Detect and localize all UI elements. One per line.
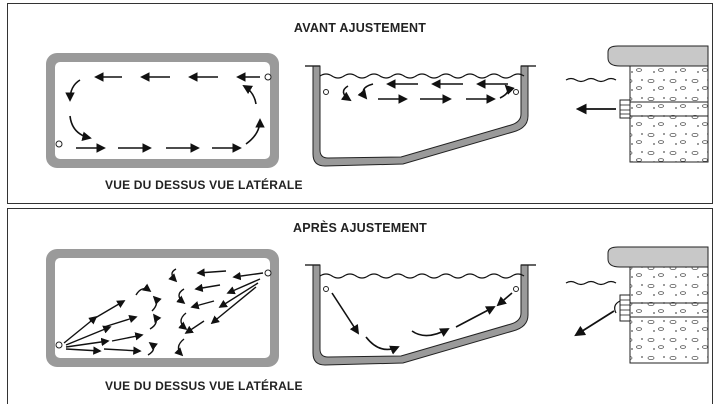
before-panel-title: AVANT AJUSTEMENT xyxy=(293,21,427,35)
after-adjustment-panel: APRÈS AJUSTEMENT VUE DU DESSUS VUE LATÉR… xyxy=(7,208,713,404)
before-panel-caption: VUE DU DESSUS VUE LATÉRALE xyxy=(105,178,303,192)
before-illustration xyxy=(46,45,709,168)
before-adjustment-panel: AVANT AJUSTEMENT VUE DU DESSUS VUE LATÉR… xyxy=(7,3,713,204)
before-water-surface xyxy=(319,73,525,79)
before-top-view-flow-arrows xyxy=(65,72,265,153)
before-wall-detail xyxy=(565,45,709,163)
before-top-view-pool xyxy=(46,53,279,168)
before-side-view-pool xyxy=(305,65,536,167)
after-side-view-flow-arrows xyxy=(331,292,513,355)
after-side-view-pool xyxy=(305,264,536,366)
after-wall-detail xyxy=(565,246,709,364)
after-panel-caption: VUE DU DESSUS VUE LATÉRALE xyxy=(105,379,303,393)
after-illustration xyxy=(46,246,709,367)
after-top-view-flow-arrows xyxy=(63,268,264,357)
after-water-surface xyxy=(319,273,525,279)
before-side-view-flow-arrows xyxy=(340,79,515,104)
after-panel-title: APRÈS AJUSTEMENT xyxy=(292,221,427,235)
